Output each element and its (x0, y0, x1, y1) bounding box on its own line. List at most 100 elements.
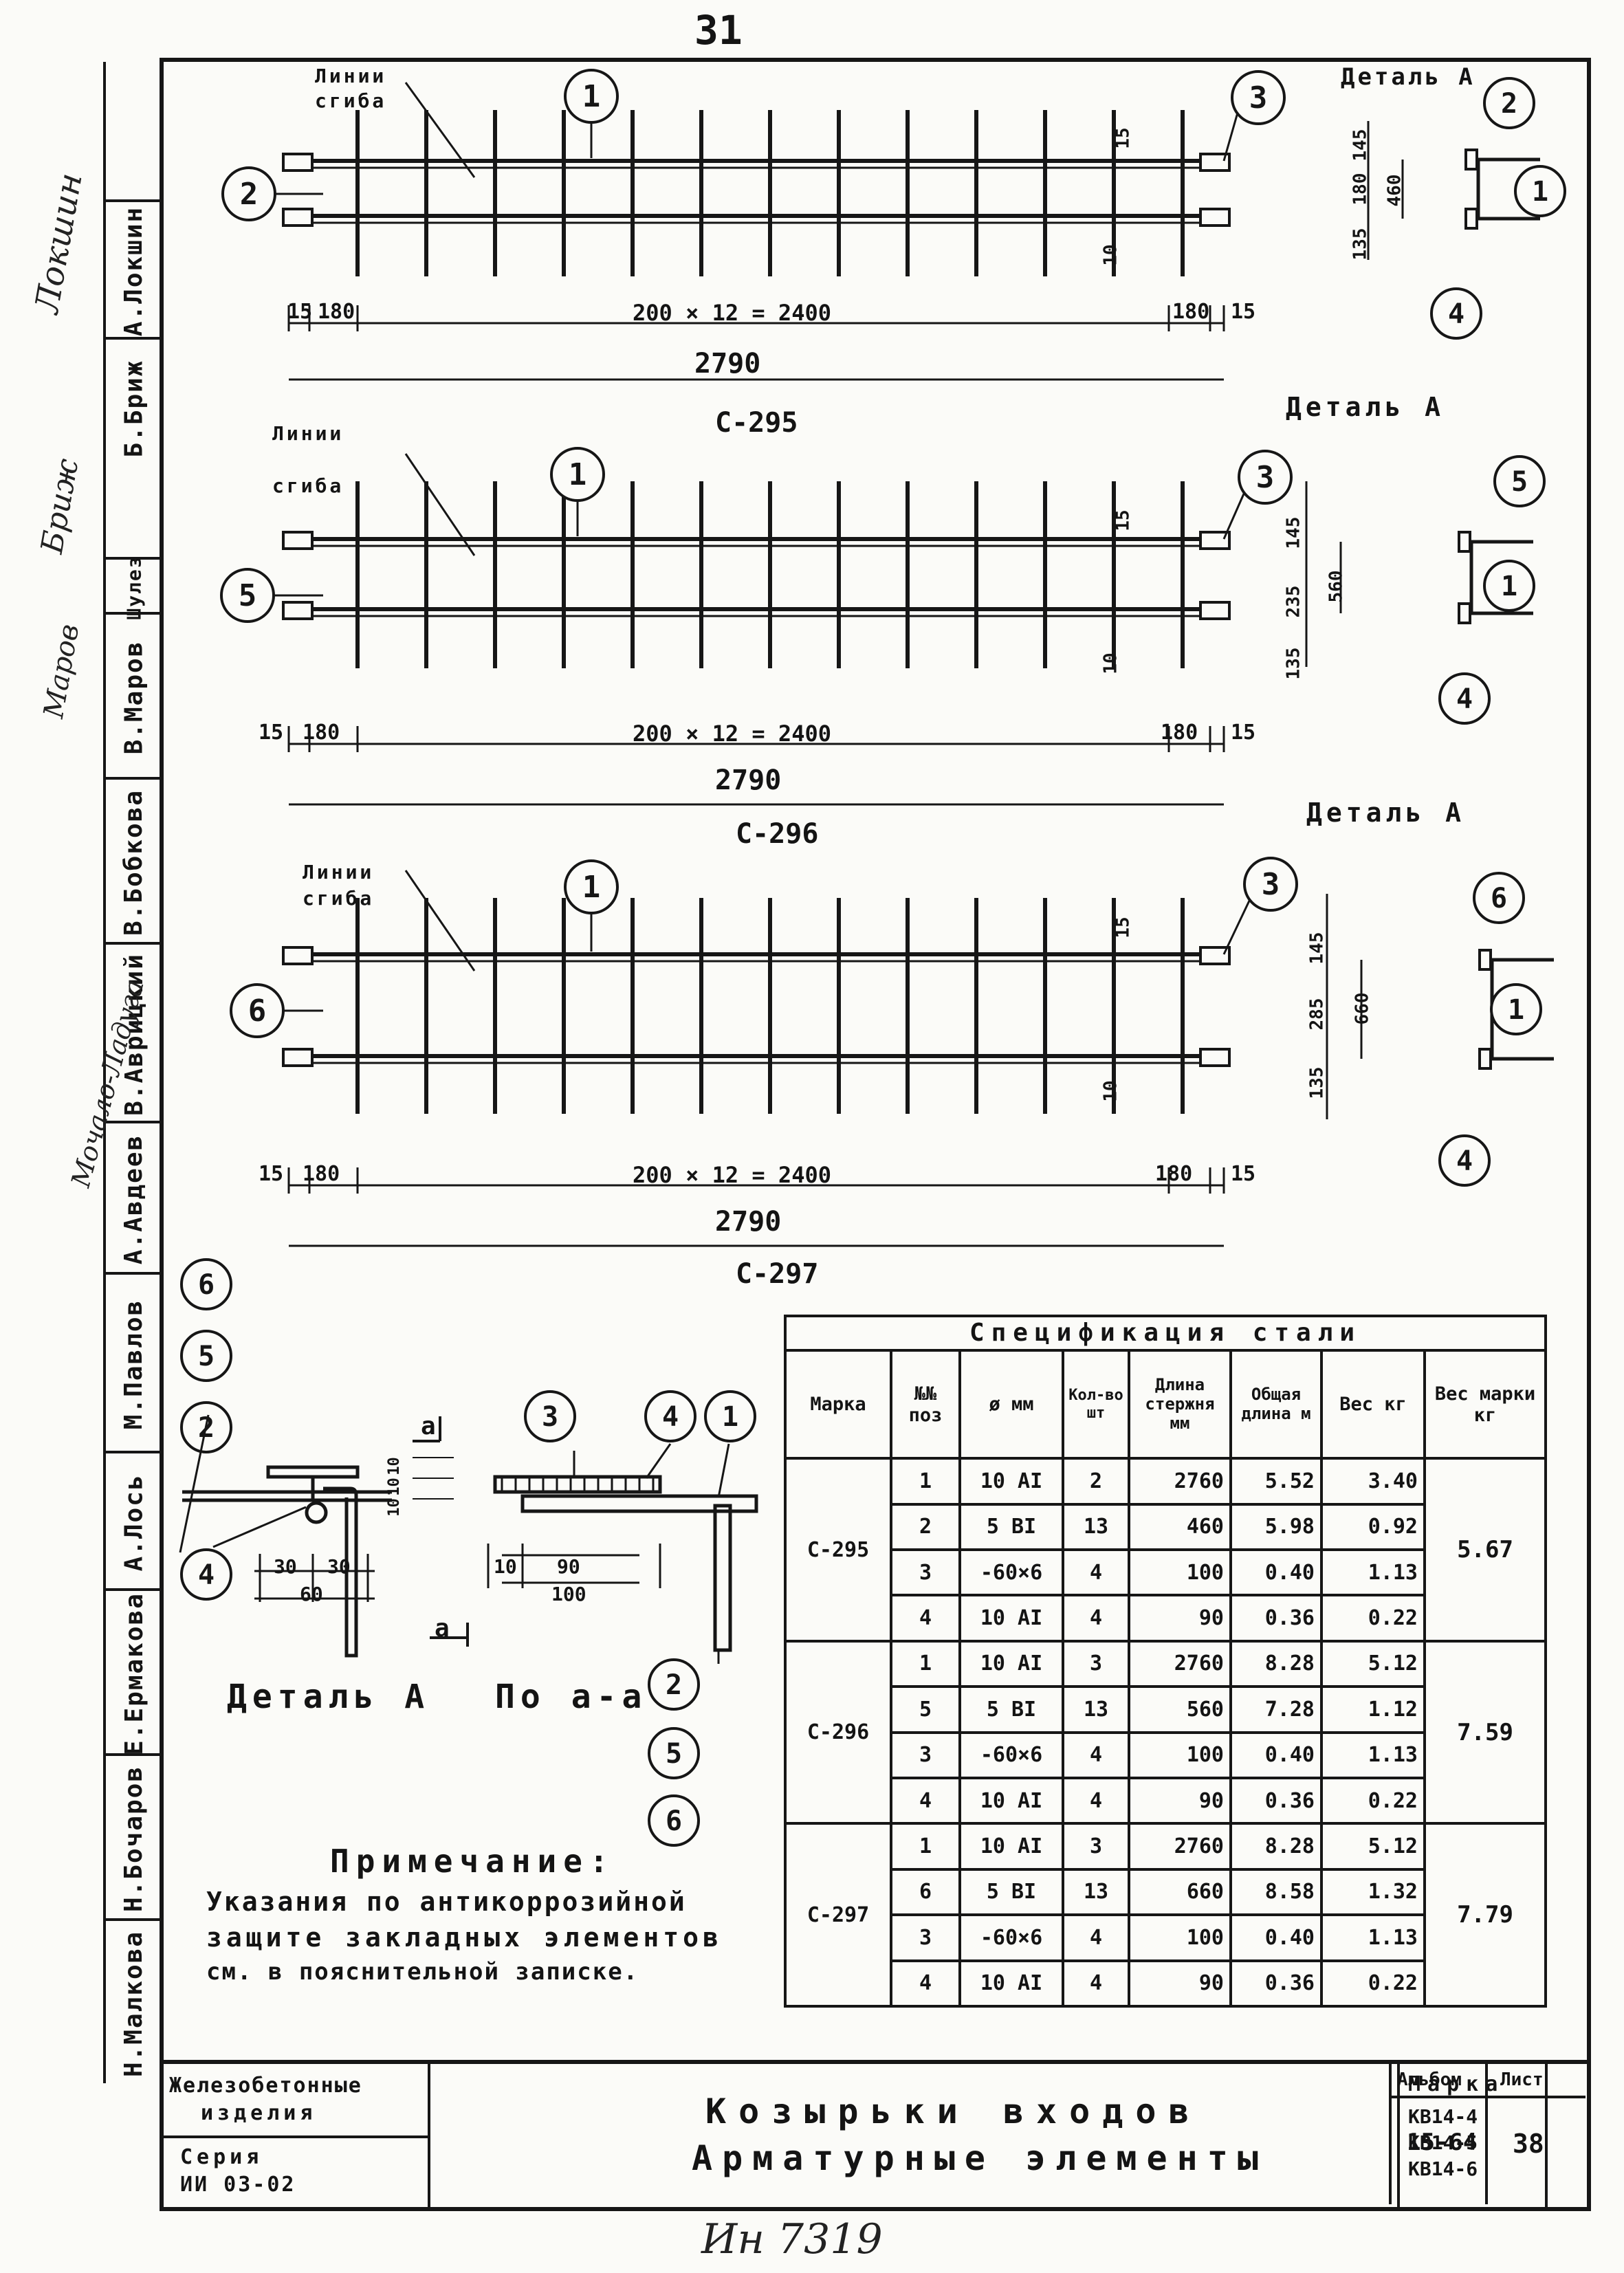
table-cell: 4 (1062, 1731, 1130, 1779)
detail-plate (1458, 602, 1471, 624)
table-cell: 4 (1062, 1776, 1130, 1825)
stamp-series-label: Серия (180, 2145, 263, 2169)
table-cell: 7.28 (1229, 1685, 1323, 1734)
table-cell: 10 АI (958, 1639, 1064, 1689)
detail-plate (1458, 531, 1471, 553)
col-header: Общая длина м (1229, 1349, 1323, 1460)
detail-dim: 135 (1306, 1066, 1328, 1099)
detail-callout (1430, 287, 1482, 340)
detail-bar-shape (1469, 540, 1533, 615)
leader-line (404, 453, 476, 556)
dim-label: 180 (1172, 300, 1210, 324)
detail-dim: 145 (1283, 516, 1304, 549)
detail-callout (1514, 165, 1566, 217)
table-cell: 5.12 (1320, 1822, 1426, 1871)
weld-line-label: Линии (272, 422, 344, 445)
table-cell: 3 (1062, 1822, 1130, 1871)
detail-plate (1464, 208, 1478, 230)
detail-callout-label: 5 (666, 1738, 682, 1770)
note-line: Указания по антикоррозийной (206, 1887, 687, 1917)
section-aa-drawing (430, 1443, 758, 1664)
stamp-album-cell (1545, 2064, 1548, 2208)
stamp-divider (1488, 2096, 1585, 2098)
total-length: 2790 (715, 1206, 782, 1238)
mesh-mark: С-296 (736, 818, 819, 850)
detail-callout (1473, 872, 1525, 924)
position-callout (230, 983, 285, 1038)
sheet-frame (160, 58, 1591, 2211)
stamp-mark: КВ14-6 (1408, 2157, 1478, 2180)
position-callout-label: 1 (582, 79, 601, 114)
detail-callout-label: 6 (198, 1269, 215, 1301)
mark-weight-cell: 7.59 (1423, 1639, 1548, 1825)
anchor-plate (1199, 208, 1231, 227)
detail-callout (1483, 560, 1535, 612)
detail-callout (644, 1390, 696, 1442)
sidebar-name: В.Аврицкий (106, 942, 162, 1123)
table-cell: 0.36 (1229, 1776, 1323, 1825)
dim-label: 15 (259, 721, 284, 745)
detail-callout (704, 1390, 756, 1442)
approval-sidebar: А.Локшин Б.Бриж Шулез В.Маров В.Бобкова … (103, 62, 162, 2083)
detail-callout (180, 1258, 232, 1310)
table-cell: 8.28 (1229, 1639, 1323, 1689)
mark-cell: С-296 (784, 1639, 892, 1825)
position-callout (1231, 70, 1286, 125)
detail-a-bottom-drawing (179, 1414, 454, 1658)
mark-weight-cell: 7.79 (1423, 1822, 1548, 2008)
detail-dim: 180 (1350, 173, 1371, 206)
stamp-title: Козырьки входов (705, 2091, 1202, 2131)
col-header: Марка (784, 1349, 892, 1460)
detail-dim: 135 (1283, 647, 1304, 680)
note-title: Примечание: (330, 1843, 615, 1880)
table-cell: 10 АI (958, 1776, 1064, 1825)
detail-callout-label: 2 (1501, 88, 1517, 120)
sidebar-name: А.Авдеев (106, 1121, 162, 1275)
spacing-label: 15 (1112, 509, 1134, 531)
anchor-plate (1199, 601, 1231, 620)
table-cell: 1.32 (1320, 1867, 1426, 1917)
stamp-mark-label: Марка (1408, 2072, 1505, 2096)
sidebar-name: А.Лось (106, 1451, 162, 1591)
detail-dim: 235 (1283, 585, 1304, 618)
table-cell: -60×6 (958, 1731, 1064, 1779)
dim-label: 180 (1161, 721, 1198, 745)
detail-callout-label: 4 (1456, 683, 1473, 715)
table-cell: -60×6 (958, 1548, 1064, 1597)
stamp-product-cell: Железобетонные изделия Серия ИИ 03-02 (160, 2064, 428, 2208)
table-cell: 4 (890, 1959, 961, 2008)
detail-plate (1478, 949, 1492, 971)
dim-label: 15 (1231, 1162, 1256, 1186)
vertical-dim: 10 (385, 1457, 403, 1475)
sidebar-name: Шулез (106, 555, 162, 619)
detail-dim: 135 (1350, 228, 1371, 261)
anchor-plate (282, 601, 314, 620)
spacing-label: 10 (1100, 244, 1121, 266)
detail-callout (524, 1390, 576, 1442)
vertical-dim: 10 (385, 1498, 403, 1517)
detail-callout (648, 1794, 700, 1847)
table-cell: 1 (890, 1822, 961, 1871)
table-cell: 1.13 (1320, 1548, 1426, 1597)
stamp-album: 15-64 (1407, 2129, 1478, 2156)
mark-cell: С-295 (784, 1457, 892, 1643)
table-cell: 5 ВI (958, 1685, 1064, 1734)
dim-label: 180 (303, 721, 340, 745)
detail-callout-label: 3 (542, 1401, 558, 1433)
detail-callout (180, 1330, 232, 1382)
spacing-label: 15 (1112, 127, 1134, 149)
mesh-mark: С-297 (736, 1258, 819, 1290)
anchor-plate (1199, 1048, 1231, 1067)
position-callout (221, 166, 276, 221)
detail-callout-label: 5 (1511, 466, 1528, 498)
sidebar-name: В.Маров (106, 612, 162, 780)
table-cell: 560 (1128, 1685, 1232, 1734)
table-cell: 3 (890, 1731, 961, 1779)
table-cell: 1.13 (1320, 1731, 1426, 1779)
